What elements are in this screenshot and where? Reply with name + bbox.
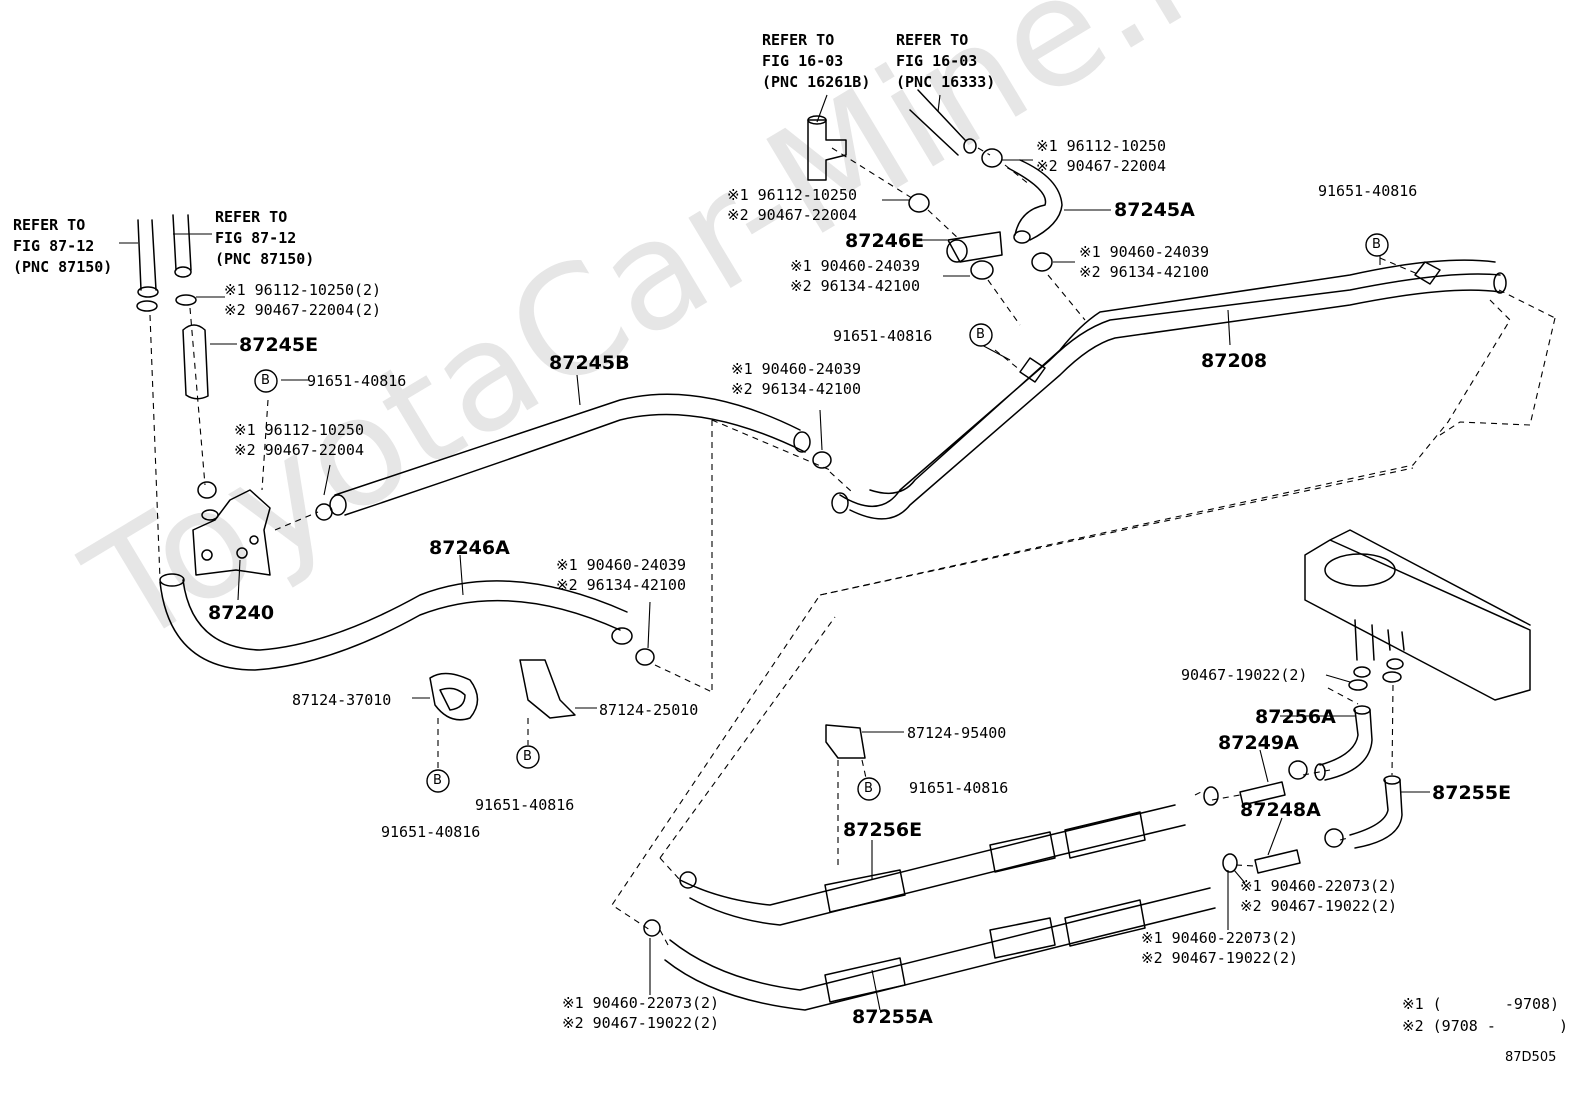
callout-clamp-87248A: ※1 90460-22073(2)※2 90467-19022(2) [1240, 877, 1398, 915]
part-87246E: 87246E [845, 230, 925, 252]
clamp-87245B-left [315, 503, 333, 521]
part-87255E: 87255E [1432, 782, 1512, 804]
hose-87255E [1349, 779, 1403, 849]
b-letter: B [523, 749, 532, 764]
part-87245A: 87245A [1114, 199, 1195, 221]
clamp-left-b [175, 294, 197, 306]
clamp-left-a [136, 300, 158, 312]
hose-87245A [1007, 159, 1063, 241]
callout-clamp-87208: ※1 90460-24039※2 96134-42100 [1079, 243, 1209, 281]
clamp-87255A [643, 919, 661, 937]
clamp-tee [908, 193, 930, 213]
b-symbol-5 [516, 745, 540, 769]
b-symbol-1 [254, 369, 278, 393]
partno-91651-a: 91651-40816 [307, 372, 407, 390]
clamp-87255E [1324, 828, 1344, 848]
partno-87124-25010: 87124-25010 [599, 701, 699, 719]
clip-87124-25010 [519, 659, 576, 719]
hose-87246A [159, 579, 628, 671]
b-letter: B [1372, 237, 1381, 252]
clamp-87245B-right [812, 451, 832, 469]
part-87245E: 87245E [239, 334, 319, 356]
clamp-87208 [1031, 252, 1053, 272]
callout-clamp-87246A: ※1 90460-24039※2 96134-42100 [556, 556, 686, 594]
clamp-87249A-left [1203, 786, 1219, 806]
partno-91651-c: 91651-40816 [1318, 182, 1418, 200]
b-letter: B [433, 773, 442, 788]
partno-91651-f: 91651-40816 [909, 779, 1009, 797]
hose-87245B [334, 393, 806, 516]
b-letter: B [261, 373, 270, 388]
callout-clamp-top: ※1 96112-10250※2 90467-22004 [1036, 137, 1166, 175]
pipe-87249A [1239, 781, 1286, 806]
partno-90467-19022: 90467-19022(2) [1181, 666, 1308, 684]
clamp-87256E [679, 871, 697, 889]
clamp-87248A [1222, 853, 1238, 873]
hose-87256A [1319, 709, 1373, 781]
partno-91651-d: 91651-40816 [381, 823, 481, 841]
callout-clamp-87255A: ※1 90460-22073(2)※2 90467-19022(2) [562, 994, 720, 1032]
pipe-87208 [839, 259, 1501, 520]
partno-87124-95400: 87124-95400 [907, 724, 1007, 742]
figure-code: 87D505 [1505, 1050, 1557, 1065]
callout-clamp-87245B-left: ※1 96112-10250※2 90467-22004 [234, 421, 364, 459]
pipe-left-2 [172, 214, 192, 271]
clip-87124-37010 [429, 672, 479, 721]
hose-87255A [664, 887, 1216, 1011]
b-symbol-3 [1365, 233, 1389, 257]
callout-clamp-87246E: ※1 90460-24039※2 96134-42100 [790, 257, 920, 295]
partno-91651-b: 91651-40816 [833, 327, 933, 345]
partno-87124-37010: 87124-37010 [292, 691, 392, 709]
clamp-87246E [970, 260, 994, 280]
part-87255A: 87255A [852, 1006, 933, 1028]
clamp-87245A [981, 148, 1003, 168]
bracket-87240 [192, 489, 271, 576]
b-symbol-4 [426, 769, 450, 793]
callout-clamp-87245B-right: ※1 90460-24039※2 96134-42100 [731, 360, 861, 398]
part-87245B: 87245B [549, 352, 630, 374]
tee-fitting [807, 119, 847, 181]
callout-clamp-tee: ※1 96112-10250※2 90467-22004 [727, 186, 857, 224]
part-87246A: 87246A [429, 537, 510, 559]
b-letter: B [976, 327, 985, 342]
part-87249A: 87249A [1218, 732, 1299, 754]
clip-87124-95400 [825, 724, 866, 759]
heater-unit [1304, 529, 1531, 701]
part-87208: 87208 [1201, 350, 1268, 372]
callout-clamp-87256E: ※1 90460-22073(2)※2 90467-19022(2) [1141, 929, 1299, 967]
partno-91651-e: 91651-40816 [475, 796, 575, 814]
hose-87245E [182, 324, 209, 400]
note-2: ※2 (9708 - ) [1402, 1017, 1569, 1035]
clamp-heater-a [1348, 679, 1368, 691]
part-87256A: 87256A [1255, 706, 1336, 728]
callout-clamp-left: ※1 96112-10250(2)※2 90467-22004(2) [224, 281, 382, 319]
clamp-87246A [635, 648, 655, 666]
clamp-heater-b [1382, 671, 1402, 683]
part-87248A: 87248A [1240, 799, 1321, 821]
hose-87246E [947, 231, 1003, 263]
pipe-87248A [1254, 849, 1301, 874]
b-symbol-2 [969, 323, 993, 347]
part-87240: 87240 [208, 602, 275, 624]
hose-87256E [679, 804, 1186, 926]
part-87256E: 87256E [843, 819, 923, 841]
clamp-87249A [1288, 760, 1308, 780]
b-letter: B [864, 781, 873, 796]
b-symbol-6 [857, 777, 881, 801]
note-1: ※1 ( -9708) [1402, 995, 1560, 1013]
pipe-left-1 [137, 219, 157, 291]
